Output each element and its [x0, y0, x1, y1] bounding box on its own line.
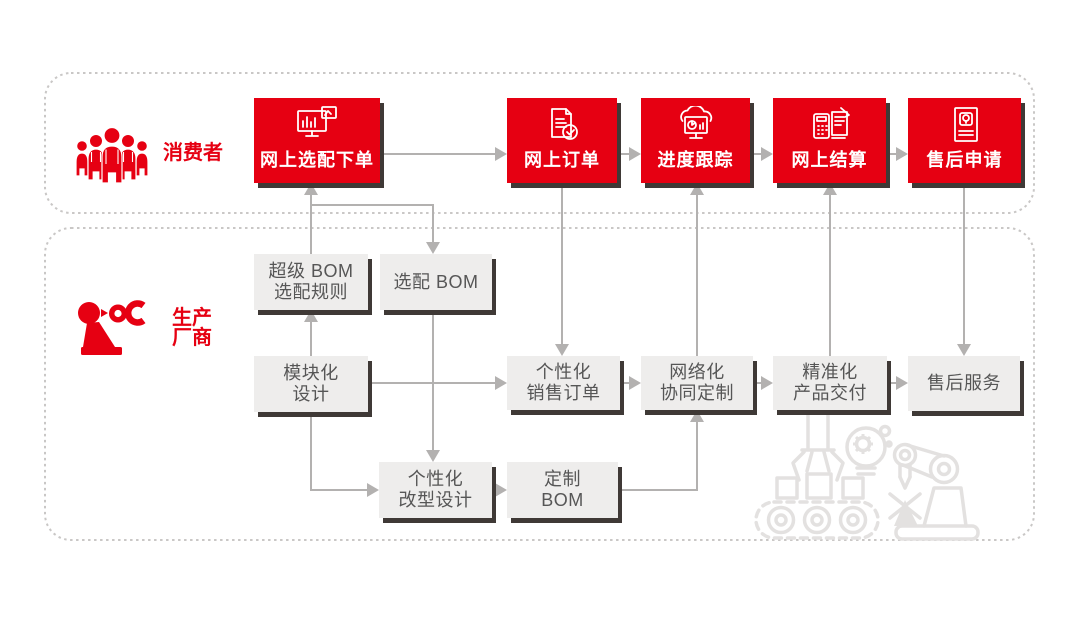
- consumer-lane-label: 消费者: [163, 142, 223, 164]
- node-networked-collaborative-customization: 网络化 协同定制: [641, 356, 753, 410]
- idea-gear-bulb-art: [845, 424, 893, 476]
- step-after-sales-request: 售后申请: [908, 98, 1021, 183]
- calculator-invoice-icon: [807, 106, 853, 144]
- manufacturer-lane-label: 生产 厂商: [172, 307, 212, 349]
- manufacturer-lane-border: [44, 227, 1035, 541]
- node-personalized-redesign: 个性化 改型设计: [379, 462, 492, 518]
- robot-arm-icon: [74, 292, 152, 363]
- node-precise-product-delivery: 精准化 产品交付: [773, 356, 887, 410]
- step-progress-tracking: 进度跟踪: [641, 98, 750, 183]
- welding-robot-art: [888, 442, 980, 541]
- step-online-settlement: 网上结算: [773, 98, 886, 183]
- cloud-monitor-icon: [673, 106, 719, 144]
- node-custom-bom: 定制 BOM: [507, 462, 618, 518]
- step-online-order: 网上订单: [507, 98, 617, 183]
- node-config-bom: 选配 BOM: [380, 254, 492, 310]
- node-personalized-sales-order: 个性化 销售订单: [507, 356, 620, 410]
- node-modular-design: 模块化 设计: [254, 356, 368, 412]
- step-online-config-order: 网上选配下单: [254, 98, 380, 183]
- consumer-lane-border: [44, 72, 1035, 214]
- people-group-icon: [75, 126, 149, 189]
- monitor-chart-icon: [295, 106, 339, 144]
- document-check-icon: [540, 106, 584, 144]
- document-idea-icon: [943, 106, 987, 144]
- node-super-bom-rules: 超级 BOM 选配规则: [254, 254, 368, 310]
- node-after-sales-service: 售后服务: [908, 356, 1020, 411]
- conveyor-gripper-art: [754, 410, 880, 540]
